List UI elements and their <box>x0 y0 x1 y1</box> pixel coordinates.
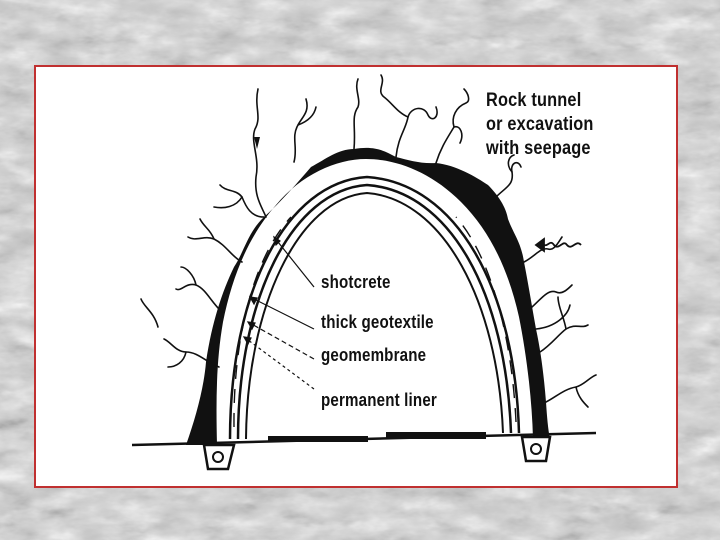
seepage-arrow-right <box>534 237 582 253</box>
leader-lines <box>242 235 315 390</box>
floor-slab-right <box>386 432 486 439</box>
rock-fissures <box>140 74 597 408</box>
seepage-arrow-top <box>254 137 260 149</box>
floor-slab-left <box>268 436 368 442</box>
permanent-liner-outer <box>236 183 513 440</box>
label-shotcrete: shotcrete <box>321 272 391 292</box>
tunnel-diagram <box>131 74 597 471</box>
caption-line-2: or excavation <box>486 114 594 135</box>
permanent-liner-inner <box>245 191 504 440</box>
geomembrane-arc <box>228 175 521 440</box>
label-thick-geotextile: thick geotextile <box>321 312 434 332</box>
label-permanent-liner: permanent liner <box>321 390 437 410</box>
leader-arrowhead-1 <box>273 235 281 247</box>
leader-arrowhead-3 <box>246 321 256 331</box>
drain-arrows-right <box>455 216 517 423</box>
diagram-frame: Rock tunnel or excavation with seepage s… <box>34 65 678 488</box>
caption-line-3: with seepage <box>486 138 591 159</box>
leader-arrowhead-2 <box>248 296 258 306</box>
leader-arrowhead-4 <box>242 336 252 346</box>
caption-line-1: Rock tunnel <box>486 90 582 111</box>
label-geomembrane: geomembrane <box>321 345 427 365</box>
geotextile-arc <box>221 167 528 440</box>
